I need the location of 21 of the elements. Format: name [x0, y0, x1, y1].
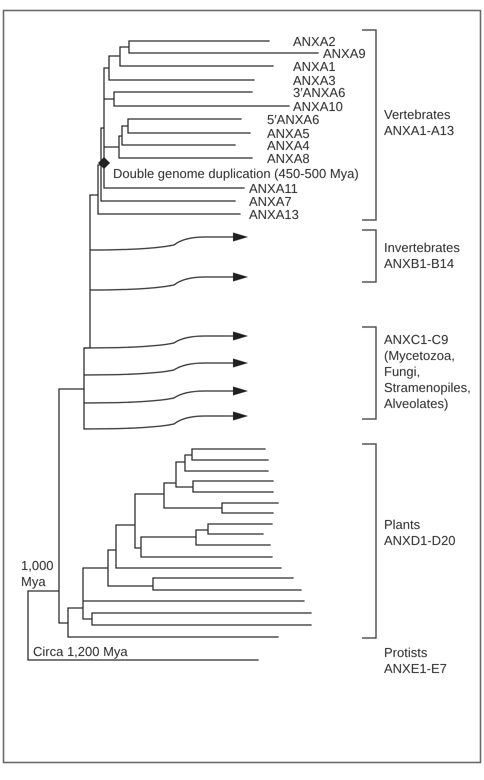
time-label: 1,000 Mya	[21, 558, 54, 590]
gene-label: ANXA3	[293, 74, 336, 86]
time-label: Circa 1,200 Mya	[33, 644, 128, 658]
gene-label: ANXA5	[267, 126, 310, 140]
gene-label: 5′ANXA6	[267, 112, 320, 126]
gene-label: ANXA1	[293, 60, 336, 72]
clade-label: Protists ANXE1-E7	[384, 645, 447, 677]
gene-label: ANXA8	[267, 152, 310, 164]
clade-label: ANXC1-C9 (Mycetozoa, Fungi, Stramenopiles, Alveolates)	[384, 332, 471, 412]
clade-label: Invertebrates ANXB1-B14	[384, 240, 460, 272]
event-label: Double genome duplication (450-500 Mya)	[113, 166, 359, 180]
gene-label: ANXA10	[293, 100, 343, 112]
gene-label: ANXA4	[267, 138, 310, 152]
gene-label: ANXA13	[249, 208, 299, 220]
clade-label: Vertebrates ANXA1-A13	[384, 107, 454, 139]
gene-label: ANXA11	[249, 182, 298, 194]
gene-label: ANXA2	[293, 34, 336, 48]
gene-label: ANXA9	[323, 46, 366, 60]
gene-label: 3′ANXA6	[293, 86, 346, 98]
gene-label: ANXA7	[249, 194, 292, 208]
clade-label: Plants ANXD1-D20	[384, 517, 456, 549]
